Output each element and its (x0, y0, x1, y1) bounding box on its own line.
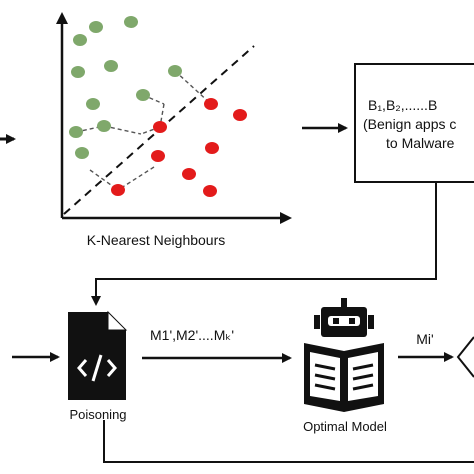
data-point (111, 184, 125, 196)
data-point (151, 150, 165, 162)
data-point (168, 65, 182, 77)
y-axis-arrowhead (56, 12, 68, 24)
benign-box-line3: to Malware (386, 135, 455, 151)
data-point (136, 89, 150, 101)
link (117, 166, 155, 191)
code-file-icon (68, 310, 128, 400)
data-point (153, 121, 167, 133)
data-point (71, 66, 85, 78)
poisoning-label: Poisoning (69, 407, 126, 422)
benign-apps-box (354, 63, 474, 183)
data-point (182, 168, 196, 180)
robot-reading-icon (304, 298, 384, 412)
link (174, 70, 212, 105)
m-prime-label: M1',M2'....Mₖ' (150, 327, 234, 343)
benign-box-line1: B₁,B₂,......B (368, 97, 437, 113)
link (103, 125, 142, 135)
model-label: Optimal Model (303, 419, 387, 434)
data-point (73, 34, 87, 46)
data-point (203, 185, 217, 197)
data-point (233, 109, 247, 121)
decision-diamond (456, 336, 474, 378)
knn-caption: K-Nearest Neighbours (87, 232, 226, 248)
data-point (69, 126, 83, 138)
data-point (104, 60, 118, 72)
benign-to-poisoning-connector (91, 182, 437, 306)
benign-box-line2: (Benign apps c (363, 116, 456, 132)
data-point (89, 21, 103, 33)
data-point (75, 147, 89, 159)
mi-label: Mi' (416, 331, 433, 347)
data-point (205, 142, 219, 154)
data-point (97, 120, 111, 132)
data-point (124, 16, 138, 28)
x-axis-arrowhead (280, 212, 292, 224)
data-point (86, 98, 100, 110)
feedback-line (103, 420, 474, 463)
data-point (204, 98, 218, 110)
link (159, 103, 165, 128)
class-a-points (69, 16, 182, 159)
class-b-points (111, 98, 247, 197)
knn-plot (56, 12, 292, 224)
